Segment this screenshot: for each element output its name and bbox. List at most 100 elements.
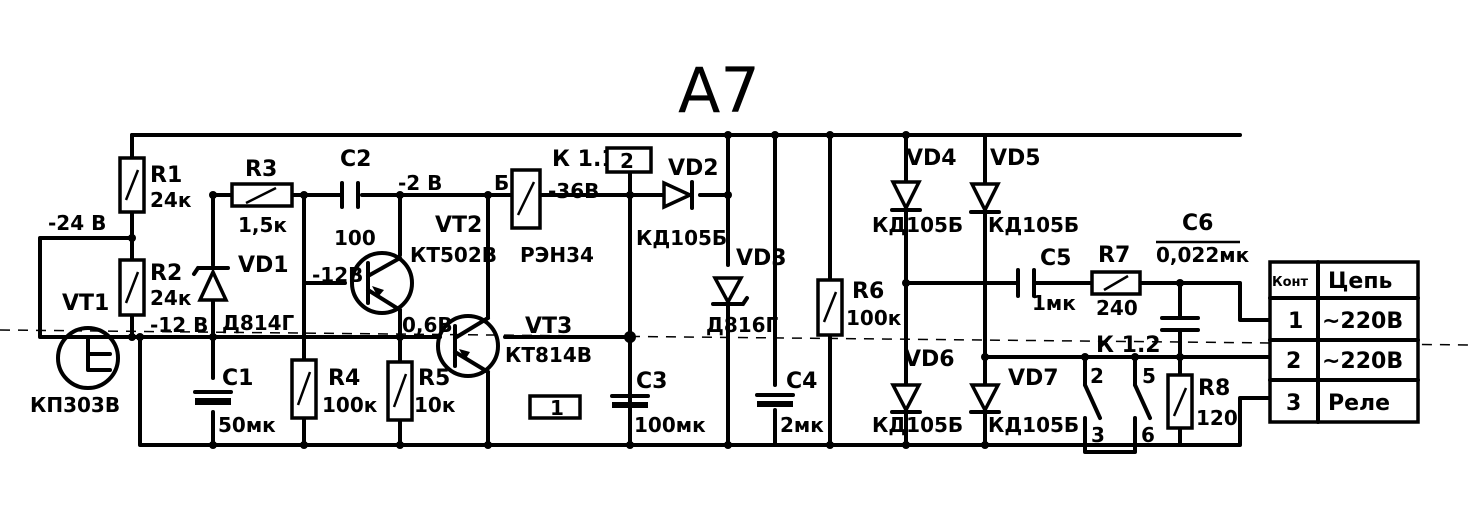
vd6-value: КД105Б <box>872 413 963 437</box>
r3-value: 1,5к <box>238 213 287 237</box>
resistor-r8: R8 120 <box>1166 373 1238 430</box>
c4-value: 2мк <box>780 413 824 437</box>
r8-value: 120 <box>1196 406 1238 430</box>
table-row-2-contact: 2 <box>1286 349 1301 374</box>
vd2-name: VD2 <box>668 156 719 181</box>
r7-name: R7 <box>1098 243 1130 268</box>
vt1-value: КП303В <box>30 393 120 417</box>
junctions <box>128 131 1184 449</box>
voltage-0-6: 0,6В <box>402 313 453 337</box>
r8-name: R8 <box>1198 376 1230 401</box>
r1-name: R1 <box>150 163 182 188</box>
c4-name: C4 <box>786 369 817 394</box>
table-row-2-circuit: ~220В <box>1322 349 1403 374</box>
r2-value: 24к <box>150 286 192 310</box>
vd5-value: КД105Б <box>988 213 1079 237</box>
contact-pin-6: 6 <box>1141 423 1155 447</box>
r6-name: R6 <box>852 279 884 304</box>
resistor-r5: R5 10к <box>386 360 456 422</box>
vd5-name: VD5 <box>990 146 1041 171</box>
c5-value: 1мк <box>1032 291 1076 315</box>
vt3-value: КТ814В <box>505 343 592 367</box>
vt1-name: VT1 <box>62 291 109 316</box>
diode-vd4: VD4 КД105Б <box>872 146 963 237</box>
table-row-3-contact: 3 <box>1286 391 1301 416</box>
c6-name: C6 <box>1182 211 1213 236</box>
relay-k1: К 1.1 РЭН34 2 <box>510 146 653 267</box>
resistor-r3: R3 1,5к <box>230 157 294 237</box>
voltage-minus24: -24 В <box>48 211 106 235</box>
voltage-minus12-vt2: -12В <box>312 263 363 287</box>
fold-line <box>0 329 1472 346</box>
r5-value: 10к <box>414 393 456 417</box>
vd3-value: Д816Г <box>706 313 779 337</box>
vd4-name: VD4 <box>906 146 957 171</box>
relay-pin-1: 1 <box>550 396 564 420</box>
transistor-vt2: VT2 КТ502В <box>350 213 497 315</box>
vt2-name: VT2 <box>435 213 482 238</box>
r1-value: 24к <box>150 188 192 212</box>
contacts-label: К 1.2 <box>1096 333 1161 358</box>
diode-vd2: VD2 КД105Б <box>636 156 727 250</box>
contact-pin-3: 3 <box>1091 423 1105 447</box>
vd2-value: КД105Б <box>636 226 727 250</box>
capacitor-c1: C1 50мк <box>193 366 276 437</box>
vd6-name: VD6 <box>904 347 955 372</box>
relay-pin-2: 2 <box>620 149 634 173</box>
vd7-value: КД105Б <box>988 413 1079 437</box>
c6-value: 0,022мк <box>1156 243 1250 267</box>
vt3-name: VT3 <box>525 314 572 339</box>
resistor-r7: R7 240 <box>1090 243 1142 320</box>
voltage-minus2: -2 В <box>398 171 442 195</box>
voltage-minus12-rail: -12 В <box>150 313 208 337</box>
diode-vd5: VD5 КД105Б <box>969 146 1079 237</box>
vd3-name: VD3 <box>736 246 787 271</box>
transistor-vt1: VT1 КП303В <box>30 291 120 417</box>
c5-name: C5 <box>1040 246 1071 271</box>
capacitor-c6: C6 0,022мк <box>1156 211 1250 332</box>
r4-value: 100к <box>322 393 378 417</box>
r5-name: R5 <box>418 366 450 391</box>
vt2-value: КТ502В <box>410 243 497 267</box>
resistor-r4: R4 100к <box>290 358 378 420</box>
diode-vd7: VD7 КД105Б <box>969 366 1079 437</box>
contact-pin-5: 5 <box>1142 364 1156 388</box>
c2-name: C2 <box>340 147 371 172</box>
table-row-3-circuit: Реле <box>1328 391 1390 416</box>
c1-value: 50мк <box>218 413 276 437</box>
diode-vd6: VD6 КД105Б <box>872 347 963 437</box>
resistor-r2: R2 24к <box>118 258 192 317</box>
table-header-circuit: Цепь <box>1328 269 1392 294</box>
zener-vd1: VD1 Д814Г <box>192 253 295 335</box>
table-header-contact: Конт <box>1272 275 1309 290</box>
capacitor-c3: C3 100мк <box>610 369 706 437</box>
zener-vd3: VD3 Д816Г <box>706 246 787 337</box>
relay-pin-1-box: 1 <box>528 394 582 420</box>
table-row-1-circuit: ~220В <box>1322 309 1403 334</box>
vd7-name: VD7 <box>1008 366 1059 391</box>
vd4-value: КД105Б <box>872 213 963 237</box>
contact-pin-2: 2 <box>1090 364 1104 388</box>
resistor-r6: R6 100к <box>816 278 902 337</box>
r6-value: 100к <box>846 306 902 330</box>
relay-contacts-k12: К 1.2 2 5 3 6 <box>1083 333 1161 447</box>
relay-value: РЭН34 <box>520 243 594 267</box>
vd1-name: VD1 <box>238 253 289 278</box>
resistor-r1: R1 24к <box>118 156 192 214</box>
voltage-labels: -24 В -2 В -12В -12 В 0,6В -36В Б <box>48 171 599 337</box>
c1-name: C1 <box>222 366 253 391</box>
emitter-node-label: Б <box>494 171 509 195</box>
c3-value: 100мк <box>634 413 706 437</box>
vd1-value: Д814Г <box>222 311 295 335</box>
r7-value: 240 <box>1096 296 1138 320</box>
voltage-minus36: -36В <box>548 179 599 203</box>
capacitor-c5: C5 1мк <box>1016 246 1076 315</box>
capacitor-c4: C4 2мк <box>755 369 824 437</box>
r4-name: R4 <box>328 366 360 391</box>
connector-table: Конт Цепь 1 ~220В 2 ~220В 3 Реле <box>1268 260 1420 424</box>
c2-value: 100 <box>334 226 376 250</box>
c3-name: C3 <box>636 369 667 394</box>
table-row-1-contact: 1 <box>1288 309 1303 334</box>
r3-name: R3 <box>245 157 277 182</box>
